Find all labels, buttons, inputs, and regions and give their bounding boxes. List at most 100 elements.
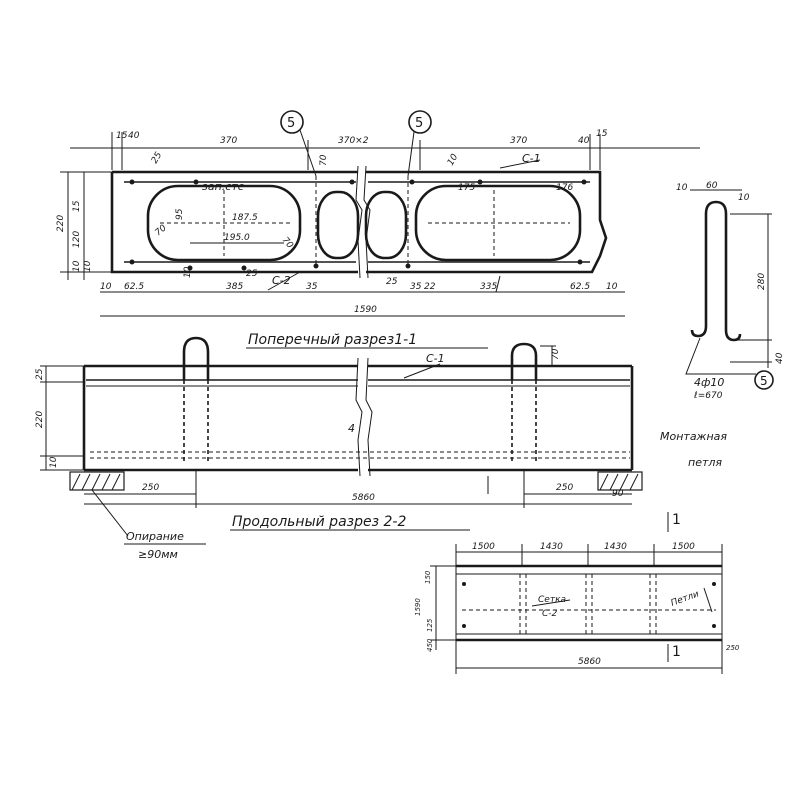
long-center-marker: 4 [348,422,355,435]
loop-bar-spec: 4ф10 [694,376,724,389]
void-opening [414,184,582,262]
cross-bottom-dim: 25 [386,277,398,287]
plan-top-dim: 1500 [472,542,495,552]
cross-bottom-dim: 335 [480,282,497,292]
section-marker-circle [408,110,432,134]
lifting-loop [182,336,210,380]
lifting-loop [510,342,538,380]
break-line [355,165,363,279]
plan-left-dim: 450 [426,638,434,652]
void-opening [316,190,360,260]
cross-top-dim: 370 [510,136,527,146]
cross-bottom-dim: 10 [100,282,112,292]
support-hatch [71,473,121,491]
cross-inner-label: 176 [556,183,573,193]
plan-left-dim: 125 [426,618,434,632]
callout-leader [267,271,301,291]
plan-marker: 1 [672,644,681,660]
support-block-left [69,471,125,491]
section-marker-circle [280,110,304,134]
long-bottom-dim: 250 [556,483,573,493]
rebar-code-label: С-1 [522,152,541,165]
cross-left-dim: 15 [72,200,82,212]
cross-inner-label: 25 [150,150,165,165]
break-line [355,357,363,477]
plan-callout-cage-code: С-2 [542,609,558,619]
break-line [365,357,373,477]
marker-leader [407,131,415,177]
cross-top-dim: 15 [116,131,128,141]
rebar-code-label: С-2 [272,274,291,287]
support-callout: Опирание [126,530,184,543]
cross-inner-label: 175 [458,183,475,193]
support-leader [91,489,129,537]
lifting-loop-detail: 10 60 10 280 40 4ф10 ℓ=670 5 Монтажная п… [660,181,785,469]
marker-leader [299,129,317,177]
break-line [363,165,371,279]
cross-bottom-dim: 10 [606,282,618,292]
callout-leader [531,599,571,607]
section-marker: 5 [287,116,295,131]
section-marker: 5 [415,116,423,131]
cross-bottom-dim: 35 [306,282,318,292]
slab-outline-right [366,170,608,274]
cross-top-dim: 40 [128,131,140,141]
loop-leader [685,337,756,375]
long-loop-height: 70 [551,348,561,360]
callout-leader [403,363,441,379]
long-left-dim: 25 [35,368,45,380]
cross-top-dim: 15 [596,129,608,139]
loop-dim: 280 [757,273,767,290]
long-bottom-dim: 5860 [352,493,375,503]
cross-bottom-dim: 385 [226,282,243,292]
plan-right-dim: 250 [726,644,740,652]
support-hatch [599,473,639,491]
cross-section-caption: Поперечный разрез1-1 [248,332,417,348]
long-section-caption: Продольный разрез 2-2 [232,514,406,530]
loop-bar-length: ℓ=670 [693,391,723,401]
long-rebar-label: С-1 [426,352,445,365]
cross-left-dim: 220 [56,215,66,232]
cross-inner-label: 95 [175,208,185,220]
cross-left-dim: 10 [83,260,93,272]
cross-top-dim: 370 [220,136,237,146]
loop-dim: 10 [676,183,688,193]
plan-loop-marks [462,582,716,628]
void-opening [146,184,302,262]
cross-left-dim: 120 [72,231,82,248]
plan-top-dim: 1430 [540,542,563,552]
rebar-dots [129,179,587,271]
void-opening [364,190,408,260]
plan-total-length: 5860 [578,657,601,667]
loop-marker: 5 [760,374,768,388]
plan-left-dim: 150 [424,570,432,584]
callout-leader [703,587,713,613]
callout-leader [499,159,541,169]
cross-top-dim: 40 [578,136,590,146]
cross-section-view: 15 40 370 370×2 370 40 15 5 5 [56,110,700,349]
loop-bar [704,200,728,330]
plan-view: 1 1 1500 1430 1430 1500 [414,512,740,674]
long-left-dim: 220 [35,411,45,428]
plan-marker: 1 [672,512,681,528]
cross-bottom-dim: 22 [424,282,436,292]
cross-bottom-dim: 62.5 [570,282,590,292]
loop-dim: 60 [706,181,718,191]
arrow [495,275,501,293]
long-bottom-dim: 250 [142,483,159,493]
cross-inner-label: зап.стс [202,180,244,193]
long-section-view: 70 С-1 4 25 220 10 90 250 5860 250 Опира… [35,336,643,561]
loop-title: петля [688,456,722,469]
plan-callout-cage: Сетка [538,595,566,605]
loop-hook [690,325,708,338]
plan-cage [462,574,716,634]
loop-hook [724,329,742,342]
loop-dim: 10 [738,193,750,203]
loop-dim: 40 [775,352,785,364]
cross-inner-label: 25 [246,269,258,279]
cross-inner-label: 10 [446,152,461,167]
cross-left-dim: 10 [72,260,82,272]
plan-top-dim: 1500 [672,542,695,552]
cross-bottom-dim: 62.5 [124,282,144,292]
